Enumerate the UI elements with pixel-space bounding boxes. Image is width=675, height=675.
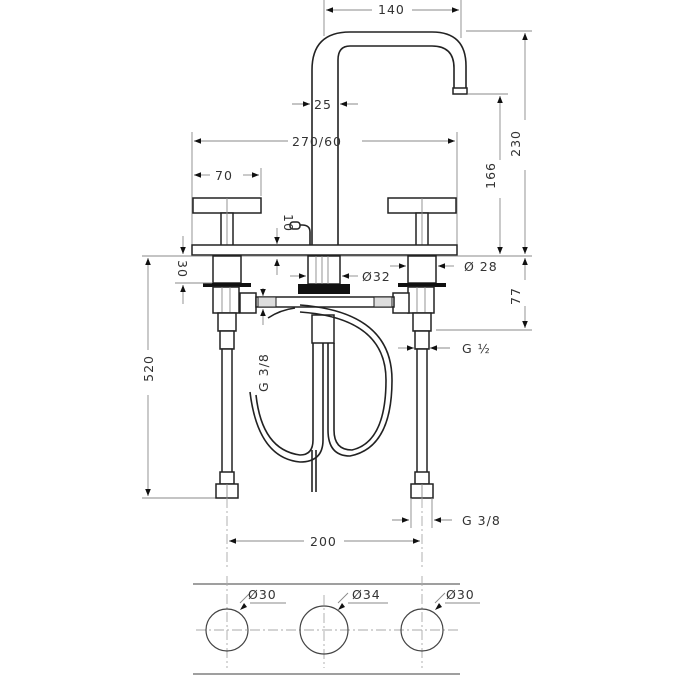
hole-left	[205, 608, 249, 652]
dim-valve-depth: 77	[436, 258, 532, 331]
dim-hose-thread-left: G 3/8	[256, 288, 271, 392]
hole-label: Ø30	[248, 587, 277, 602]
dim-label: 270/60	[292, 134, 342, 149]
dim-lever-height: 10	[274, 214, 296, 275]
hole-label: Ø34	[352, 587, 381, 602]
center-spout-body	[298, 255, 350, 294]
hole-right	[400, 608, 444, 652]
left-handle	[192, 197, 262, 247]
center-looping-hose	[249, 304, 393, 492]
popup-lever	[289, 221, 311, 246]
dim-valve-below-deck: 30	[175, 236, 212, 304]
deck-plate	[191, 244, 458, 256]
dim-outlet-thread: G 3/8	[392, 498, 501, 528]
dim-handle-spread: 270/60	[191, 132, 458, 245]
dim-label: 30	[175, 260, 190, 278]
dim-label: 77	[508, 287, 523, 305]
dim-label: G 3/8	[462, 513, 501, 528]
dim-valve-diameter: Ø 28	[390, 259, 498, 274]
dim-label: 25	[314, 97, 332, 112]
right-valve-body	[392, 255, 446, 350]
dim-label: G 3/8	[256, 353, 271, 392]
spout	[311, 31, 468, 245]
dim-label: Ø 28	[464, 259, 498, 274]
dim-hose-length: 520	[141, 258, 220, 499]
dim-spout-reach: 140	[323, 0, 462, 38]
dim-outlet-height: 166	[468, 93, 508, 254]
dim-label: G ½	[462, 341, 491, 356]
hole-pattern: Ø30 Ø34 Ø30	[193, 576, 480, 675]
cross-connection-hose	[255, 296, 395, 308]
dim-label: 200	[310, 534, 337, 549]
right-supply-hose	[410, 348, 434, 499]
hole-label: Ø30	[446, 587, 475, 602]
dim-label: 230	[508, 130, 523, 157]
dim-label: 140	[378, 2, 405, 17]
left-valve-body	[203, 255, 257, 350]
dim-total-height: 230	[466, 30, 532, 254]
dim-center-diameter: Ø32	[290, 269, 391, 284]
dim-valve-spacing: 200	[226, 498, 423, 570]
dim-inlet-thread: G ½	[398, 341, 491, 356]
right-handle	[387, 197, 457, 247]
dim-label: 70	[215, 168, 233, 183]
left-supply-hose	[215, 348, 239, 499]
dim-label: 10	[281, 214, 296, 232]
dim-label: 166	[483, 162, 498, 189]
dim-spout-diameter: 25	[292, 97, 358, 112]
dim-label: Ø32	[362, 269, 391, 284]
dim-handle-width: 70	[194, 168, 262, 196]
hole-center	[299, 605, 349, 655]
dim-label: 520	[141, 355, 156, 382]
